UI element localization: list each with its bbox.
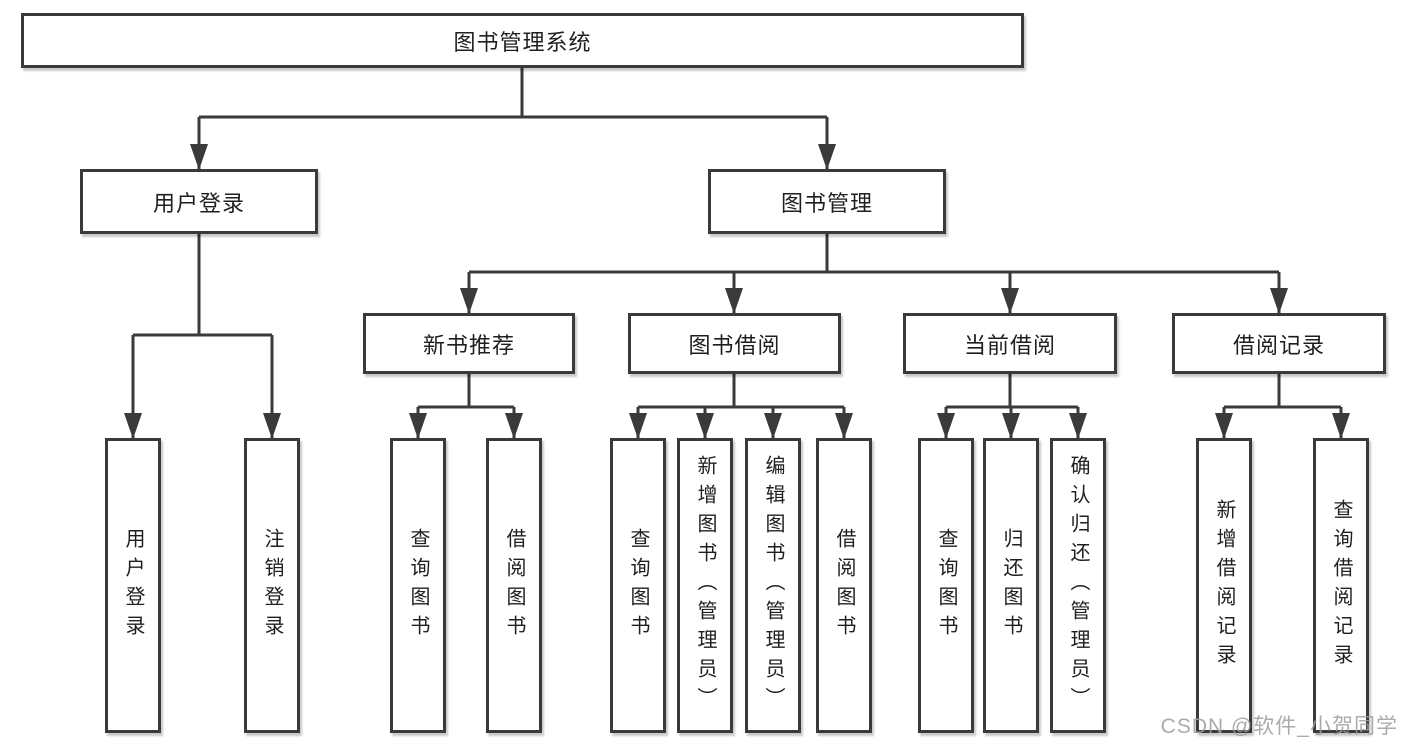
leaf-query-borrow-record: 查询借阅记录 <box>1313 438 1369 733</box>
node-label: 借阅图书 <box>503 527 525 644</box>
leaf-confirm-return-admin: 确认归还（管理员） <box>1050 438 1106 733</box>
node-borrowing-records: 借阅记录 <box>1172 313 1386 374</box>
node-label: 查询借阅记录 <box>1330 498 1352 673</box>
leaf-return-books: 归还图书 <box>983 438 1039 733</box>
node-label: 用户登录 <box>122 527 144 644</box>
node-label: 新书推荐 <box>422 332 515 358</box>
leaf-query-books-borrowing: 查询图书 <box>610 438 666 733</box>
node-label: 用户登录 <box>152 190 245 216</box>
leaf-add-borrow-record: 新增借阅记录 <box>1196 438 1252 733</box>
node-book-management: 图书管理 <box>708 169 946 234</box>
node-label: 确认归还（管理员） <box>1067 455 1089 716</box>
node-label: 查询图书 <box>407 527 429 644</box>
node-label: 查询图书 <box>935 527 957 644</box>
leaf-query-books-current: 查询图书 <box>918 438 974 733</box>
leaf-borrow-books-recommend: 借阅图书 <box>486 438 542 733</box>
node-label: 图书借阅 <box>688 332 781 358</box>
leaf-add-books-admin: 新增图书（管理员） <box>677 438 733 733</box>
leaf-borrow-books-borrowing: 借阅图书 <box>816 438 872 733</box>
node-label: 新增借阅记录 <box>1213 498 1235 673</box>
node-current-borrowing: 当前借阅 <box>903 313 1117 374</box>
node-label: 归还图书 <box>1000 527 1022 644</box>
node-label: 图书管理 <box>780 190 873 216</box>
leaf-edit-books-admin: 编辑图书（管理员） <box>745 438 801 733</box>
node-root-library-system: 图书管理系统 <box>21 13 1024 68</box>
node-label: 新增图书（管理员） <box>694 455 716 716</box>
node-book-borrowing: 图书借阅 <box>628 313 841 374</box>
csdn-watermark: CSDN @软件_小贺同学 <box>1160 715 1398 738</box>
leaf-logout: 注销登录 <box>244 438 300 733</box>
node-new-book-recommendation: 新书推荐 <box>363 313 575 374</box>
node-label: 当前借阅 <box>963 332 1056 358</box>
node-label: 查询图书 <box>627 527 649 644</box>
leaf-user-login: 用户登录 <box>105 438 161 733</box>
leaf-query-books-recommend: 查询图书 <box>390 438 446 733</box>
node-user-login: 用户登录 <box>80 169 318 234</box>
node-label: 借阅记录 <box>1232 332 1325 358</box>
node-label: 编辑图书（管理员） <box>762 455 784 716</box>
node-label: 借阅图书 <box>833 527 855 644</box>
node-label: 图书管理系统 <box>453 29 592 55</box>
node-label: 注销登录 <box>261 527 283 644</box>
